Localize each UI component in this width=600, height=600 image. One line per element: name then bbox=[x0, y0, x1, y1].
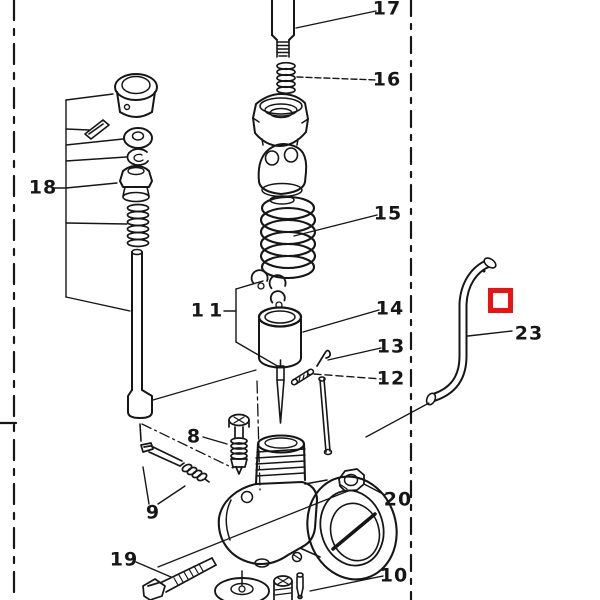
part-16-spring-drawing bbox=[276, 61, 296, 95]
cap-nut-drawing bbox=[252, 93, 309, 147]
part-label-15: 15 bbox=[373, 202, 403, 225]
part-label-9: 9 bbox=[145, 501, 161, 524]
part-14-cylinder-drawing bbox=[257, 306, 303, 369]
bolt-axis-line bbox=[157, 490, 349, 568]
part-label-12: 12 bbox=[376, 367, 406, 390]
part-label-20: 20 bbox=[383, 488, 413, 511]
part-19-bolt-drawing bbox=[142, 557, 217, 600]
part-15-spring-drawing bbox=[259, 195, 317, 280]
part-17-rod-drawing bbox=[271, 0, 295, 58]
part-20-leader-line bbox=[363, 483, 386, 496]
part-label-17: 17 bbox=[372, 0, 402, 20]
part-label-19: 19 bbox=[109, 548, 139, 571]
part-23-leader-line bbox=[467, 330, 513, 337]
valve-top-piece-drawing bbox=[257, 143, 308, 205]
main-jet-drawing bbox=[273, 575, 293, 600]
part-label-10: 10 bbox=[379, 564, 409, 587]
part-label-16: 16 bbox=[372, 68, 402, 91]
part-label-8: 8 bbox=[186, 425, 202, 448]
part-8-leader-line bbox=[202, 436, 228, 445]
part-20-nut-drawing bbox=[338, 468, 365, 492]
part-19-leader-line bbox=[135, 561, 172, 578]
part-8-screw-drawing bbox=[228, 413, 250, 475]
float-bowl-disc-drawing bbox=[214, 570, 270, 600]
axis-guide-lines bbox=[141, 369, 261, 491]
part-10-needle-valve-drawing bbox=[296, 572, 304, 600]
part-13-needle-drawing bbox=[276, 359, 285, 424]
throttle-rod-drawing bbox=[318, 376, 333, 456]
part-label-23: 23 bbox=[514, 322, 544, 345]
needle-clip-drawing bbox=[316, 349, 332, 367]
part-label-13: 13 bbox=[376, 335, 406, 358]
part-11-clips-drawing bbox=[250, 269, 287, 309]
right-leader-lines bbox=[293, 10, 382, 380]
dashed-border-lines bbox=[0, 0, 413, 600]
part-23-hose-drawing bbox=[425, 257, 497, 406]
part-10-leader-line bbox=[309, 575, 384, 592]
part-11-leader-lines bbox=[223, 280, 280, 368]
part-9-screws-drawing bbox=[140, 442, 210, 483]
part-12-pin-drawing bbox=[290, 368, 315, 386]
part-label-11: 11 bbox=[190, 299, 228, 322]
part-label-18: 18 bbox=[28, 176, 58, 199]
highlight-square-marker bbox=[488, 288, 513, 313]
carburetor-body-drawing bbox=[217, 434, 398, 581]
part-9-leader-lines bbox=[142, 466, 186, 505]
part-label-14: 14 bbox=[375, 297, 405, 320]
hose-connection-line bbox=[365, 402, 430, 438]
part-18-starter-assembly-drawing bbox=[84, 73, 158, 442]
part-18-leader-lines bbox=[53, 93, 131, 312]
